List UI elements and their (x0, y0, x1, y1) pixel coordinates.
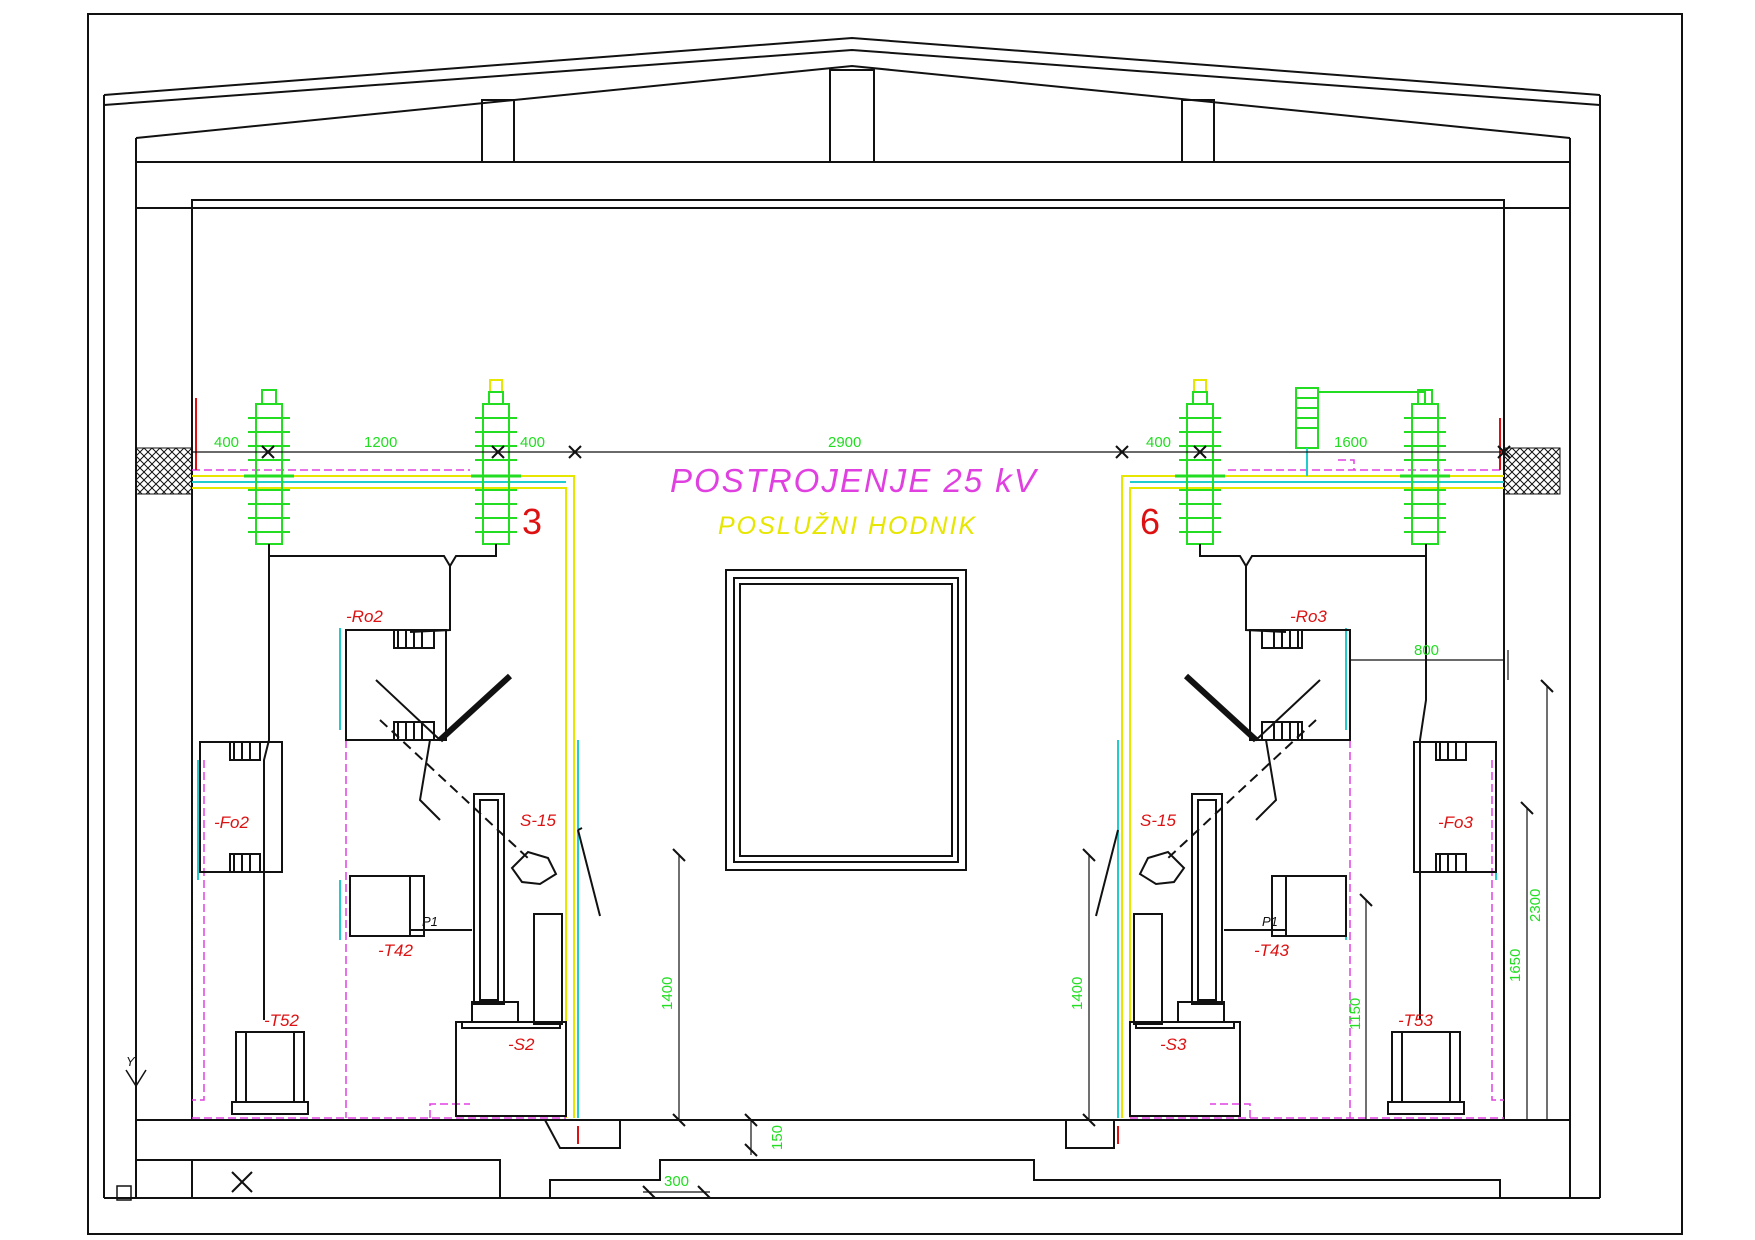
disconnector-ro2 (345, 629, 531, 861)
dim-400-b: 400 (520, 434, 545, 451)
grounding-lines (192, 459, 1504, 1119)
dim-1200: 1200 (364, 434, 397, 451)
foundation (136, 1159, 1501, 1199)
bay-number-right: 6 (1140, 501, 1160, 542)
axis-y-label: Y (126, 1054, 136, 1069)
bushing-insulator-left-1 (244, 389, 294, 545)
trench-cross-2 (231, 1171, 253, 1193)
dimension-ticks (261, 445, 1554, 1199)
bushing-insulator-right-1 (1175, 379, 1225, 545)
cable-trench-left (191, 1159, 501, 1199)
building-structure (87, 13, 1683, 1235)
roof-column-2 (829, 69, 875, 163)
roof-top (103, 36, 1601, 96)
label-p1-left: P1 (422, 914, 438, 929)
ground-left-loop2 (192, 760, 205, 1101)
dim-2900: 2900 (828, 434, 861, 451)
ground-right-loop2 (1491, 760, 1504, 1101)
dim-400-a: 400 (214, 434, 239, 451)
label-ro2: -Ro2 (346, 607, 383, 626)
wall-markers (195, 398, 1501, 1144)
dim-1650: 1650 (1507, 949, 1524, 982)
disconnector-ro3 (1165, 629, 1351, 861)
operating-mechanism-s15-right (1095, 793, 1223, 1005)
voltage-transformer-t52 (231, 1031, 309, 1115)
switch-cabinet-s3 (1129, 913, 1241, 1117)
cable-right-2 (1129, 487, 1504, 1118)
wall-opening-left (135, 447, 193, 495)
switch-cabinet-s2 (455, 913, 567, 1117)
left-bay-conductors (263, 544, 497, 1020)
label-s15-left: S-15 (520, 811, 556, 830)
bushing-insulator-left-2 (471, 379, 521, 545)
label-p1-right: P1 (1262, 914, 1278, 929)
roof-lower (135, 64, 1571, 139)
cable-left-2 (192, 487, 567, 1118)
surge-arrester-fo3 (1413, 741, 1497, 873)
roof-under (103, 48, 1601, 106)
right-bay-conductors (1199, 544, 1427, 1020)
drawing-frame (87, 13, 1683, 1235)
window (725, 569, 967, 871)
axis-marker (116, 1069, 147, 1201)
dim-800: 800 (1414, 642, 1439, 659)
dim-150: 150 (769, 1125, 786, 1150)
label-t43: -T43 (1254, 941, 1290, 960)
label-t42: -T42 (378, 941, 414, 960)
operating-mechanism-s15-left (473, 793, 601, 1005)
label-s3: -S3 (1160, 1035, 1187, 1054)
bay-number-left: 3 (522, 501, 542, 542)
surge-arrester-fo2 (199, 741, 283, 873)
roof-column-3 (1181, 99, 1215, 163)
label-t52: -T52 (264, 1011, 300, 1030)
plant-title: POSTROJENJE 25 kV (670, 462, 1039, 499)
label-fo3: -Fo3 (1438, 813, 1474, 832)
dim-1600: 1600 (1334, 434, 1367, 451)
dim-400-c: 400 (1146, 434, 1171, 451)
current-transformer-t43 (1224, 875, 1347, 937)
ground-right-top (1338, 459, 1355, 470)
voltage-transformer-t53 (1387, 1031, 1465, 1115)
left-bay (199, 379, 601, 1117)
dim-1150: 1150 (1347, 998, 1364, 1030)
dim-2300: 2300 (1527, 889, 1544, 922)
label-fo2: -Fo2 (214, 813, 250, 832)
dimension-lines (192, 451, 1548, 1193)
bushing-insulator-right-2 (1400, 389, 1450, 545)
label-s15-right: S-15 (1140, 811, 1176, 830)
wall-opening-right (1503, 447, 1561, 495)
roof-column-1 (481, 99, 515, 163)
cable-right (1121, 475, 1504, 1118)
dim-300: 300 (664, 1173, 689, 1190)
corridor-subtitle: POSLUŽNI HODNIK (718, 511, 977, 540)
label-s2: -S2 (508, 1035, 535, 1054)
label-ro3: -Ro3 (1290, 607, 1327, 626)
right-bay (1095, 379, 1497, 1117)
wall-bushing-top-right (1295, 387, 1426, 476)
yellow-cable-routes (192, 475, 1504, 1118)
cable-left (192, 475, 575, 1118)
dim-1400-left: 1400 (659, 977, 676, 1010)
wall-bushing-openings (135, 447, 1561, 495)
ground-right-s3 (1210, 1103, 1251, 1118)
dim-1400-right: 1400 (1069, 977, 1086, 1010)
floor-slab (136, 1119, 1570, 1149)
current-transformer-t42 (349, 875, 472, 937)
room-interior (191, 199, 1505, 1121)
label-t53: -T53 (1398, 1011, 1434, 1030)
